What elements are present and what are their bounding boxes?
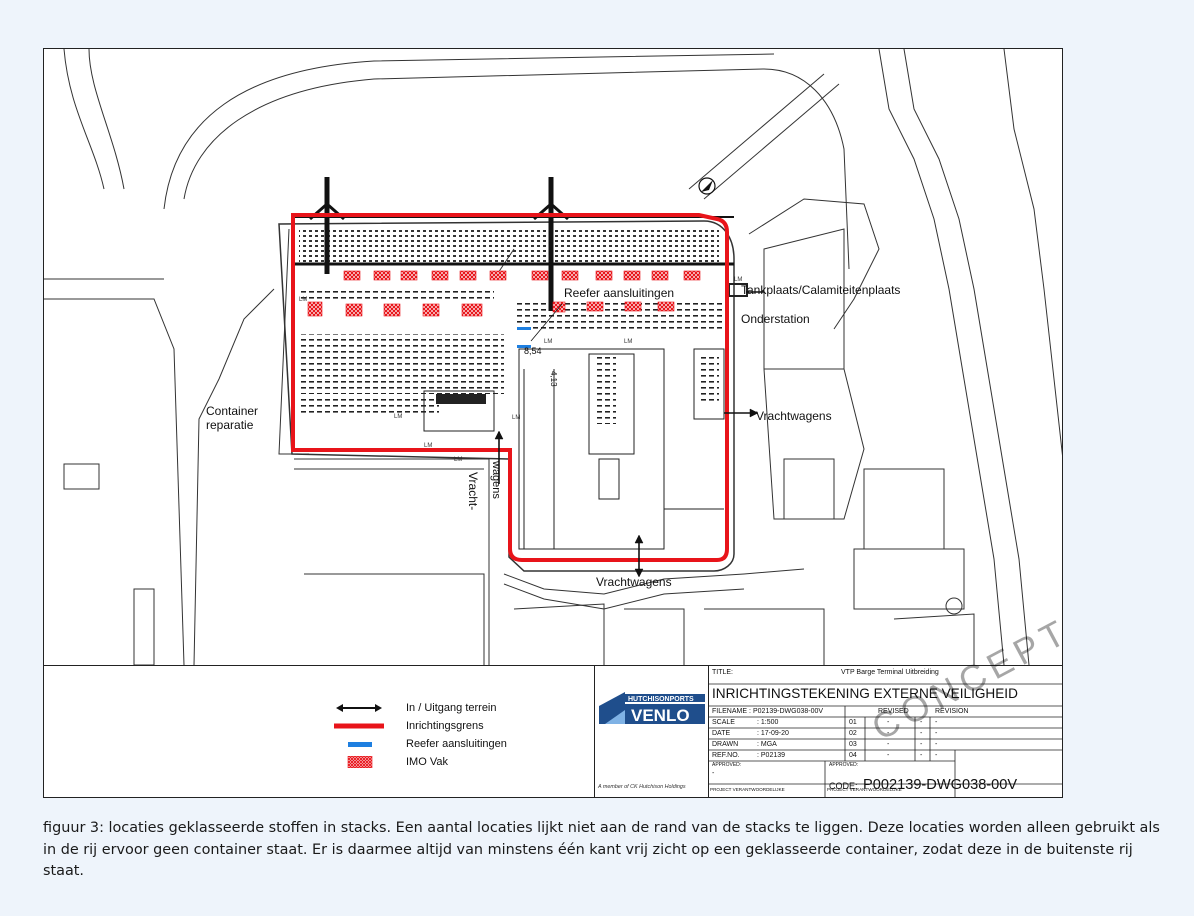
label-tankplaats: Tankplaats/Calamiteitenplaats <box>741 283 901 297</box>
dimension-label: 8,54 <box>524 346 542 356</box>
legend: In / Uitgang terrein Inrichtingsgrens Re… <box>44 665 594 797</box>
lm-mark: LM <box>394 414 402 420</box>
stack-block-east <box>514 299 724 329</box>
approved-label-2: APPROVED: <box>829 762 859 768</box>
date-label: DATE <box>712 730 731 737</box>
lm-mark: LM <box>624 339 632 345</box>
label-vrachtwagens-east: Vrachtwagens <box>756 409 832 423</box>
logo-main-text: VENLO <box>631 706 690 725</box>
logo-mark: HUTCHISONPORTS VENLO A member of CK Hutc… <box>597 692 705 790</box>
yard-buildings <box>423 283 748 550</box>
lm-mark: LM <box>424 443 432 449</box>
building-dense-3 <box>436 394 486 404</box>
background-linework <box>44 49 1062 665</box>
rev-dash: - <box>935 741 938 748</box>
scale-label: SCALE <box>712 719 735 726</box>
building-dense-1 <box>596 354 616 424</box>
figure-caption: figuur 3: locaties geklasseerde stoffen … <box>43 820 1160 879</box>
label-onderstation: Onderstation <box>741 312 810 326</box>
title-block-grid <box>708 683 1062 797</box>
project-resp-left: PROJECT VERANTWOORDELIJKE <box>710 787 785 792</box>
legend-item-boundary: Inrichtingsgrens <box>334 720 484 732</box>
legend-item-access: In / Uitgang terrein <box>334 702 497 714</box>
label-container: Container <box>206 404 259 418</box>
date-value: : 17-09-20 <box>757 730 789 737</box>
drawing-frame: LM LM LM LM LM LM LM LM 8,54 4,13 Reefer… <box>43 48 1063 798</box>
label-reparatie: reparatie <box>206 418 254 432</box>
rev-dash: - <box>920 719 923 726</box>
lm-marks: LM LM LM LM LM LM LM LM <box>299 277 742 463</box>
filename-value: P02139-DWG038-00V <box>753 708 824 715</box>
label-vracht-vertical: Vracht- <box>466 472 480 511</box>
access-arrows <box>494 291 764 578</box>
stack-block-west <box>299 334 504 394</box>
legend-label: Reefer aansluitingen <box>406 738 507 750</box>
project-name: VTP Barge Terminal Uitbreiding <box>841 669 939 676</box>
legend-item-imo: IMO Vak <box>334 755 448 769</box>
title-block: HUTCHISONPORTS VENLO A member of CK Hutc… <box>594 610 1062 797</box>
logo-top-text: HUTCHISONPORTS <box>628 696 694 703</box>
company-logo: HUTCHISONPORTS VENLO A member of CK Hutc… <box>595 666 709 797</box>
label-reefer: Reefer aansluitingen <box>564 286 675 300</box>
dimension-label: 4,13 <box>549 371 558 387</box>
site-plan: LM LM LM LM LM LM LM LM 8,54 4,13 <box>44 49 1062 665</box>
inrichtingsgrens <box>291 213 729 562</box>
terminal-outline <box>278 220 735 572</box>
rev-dash: - <box>920 730 923 737</box>
rev-dash: - <box>920 741 923 748</box>
rev-dash: - <box>887 752 890 759</box>
drawn-label: DRAWN <box>712 741 739 748</box>
double-arrow-icon <box>334 702 384 714</box>
drawing-title: INRICHTINGSTEKENING EXTERNE VEILIGHEID <box>712 686 1018 701</box>
approved-label: APPROVED: <box>712 762 742 768</box>
legend-label: In / Uitgang terrein <box>406 702 497 714</box>
rev-number: 04 <box>849 752 857 759</box>
rev-number: 03 <box>849 741 857 748</box>
project-resp-right: PROJECT VERANTWOORDELIJKE <box>827 787 902 792</box>
approved-dash: - <box>712 770 715 777</box>
north-arrow-icon <box>698 177 716 195</box>
rev-dash: - <box>887 719 890 726</box>
revised-label: REVISED <box>878 708 909 715</box>
legend-label: IMO Vak <box>406 756 448 768</box>
drawn-value: : MGA <box>757 741 777 748</box>
red-hatch-icon <box>334 755 384 769</box>
lm-mark: LM <box>299 297 307 303</box>
title-label: TITLE: <box>712 669 734 676</box>
blue-bar-icon <box>334 738 384 750</box>
rev-number: 01 <box>849 719 857 726</box>
imo-areas <box>307 270 701 317</box>
rev-dash: - <box>887 741 890 748</box>
lm-mark: LM <box>512 415 520 421</box>
stack-block-west2 <box>299 399 439 414</box>
lm-mark: LM <box>734 277 742 283</box>
member-text: A member of CK Hutchison Holdings <box>597 784 686 790</box>
rev-dash: - <box>935 719 938 726</box>
reefer-connections <box>517 327 531 348</box>
code-value: P002139-DWG038-00V <box>863 777 1018 793</box>
red-line-icon <box>334 720 384 732</box>
legend-label: Inrichtingsgrens <box>406 720 484 732</box>
lm-mark: LM <box>454 457 462 463</box>
rev-number: 02 <box>849 730 857 737</box>
filename-label: FILENAME : <box>712 708 751 715</box>
scale-value: : 1:500 <box>757 719 779 726</box>
stack-row-north <box>299 227 719 263</box>
lm-mark: LM <box>544 339 552 345</box>
building-dense-2 <box>699 354 719 404</box>
ref-label: REF.NO. <box>712 752 740 759</box>
label-wagens-vertical: wagens <box>490 461 502 499</box>
stack-row-2 <box>299 289 494 301</box>
revision-label: REVISION <box>935 708 969 715</box>
rev-dash: - <box>887 730 890 737</box>
label-vrachtwagens-south: Vrachtwagens <box>596 575 672 589</box>
rev-dash: - <box>935 730 938 737</box>
reefer-leader <box>530 303 563 342</box>
ref-value: : P02139 <box>757 752 786 759</box>
legend-item-reefer: Reefer aansluitingen <box>334 738 507 750</box>
rev-dash: - <box>935 752 938 759</box>
rev-dash: - <box>920 752 923 759</box>
code-label: CODE: <box>829 781 858 791</box>
